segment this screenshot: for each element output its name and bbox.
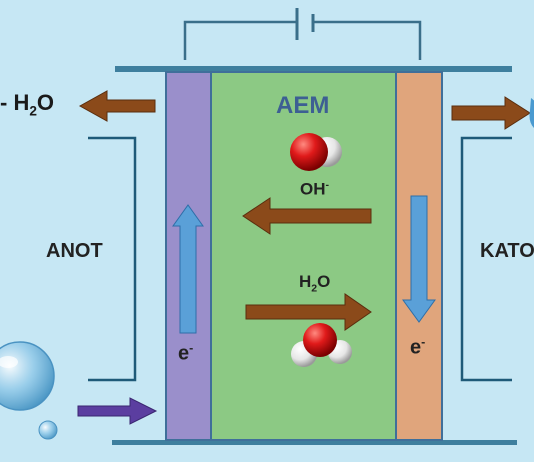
hydroxide-molecule-icon: [290, 133, 342, 171]
water-droplet-icon: [0, 341, 58, 440]
cathode-label: KATO: [480, 240, 534, 262]
bottom-collector-bar: [112, 440, 517, 445]
hydroxide-flow-arrow: [242, 197, 372, 235]
left-cut-symbol: -: [0, 90, 8, 115]
water-out-left-arrow: [78, 90, 156, 122]
membrane-label: AEM: [276, 92, 330, 119]
gas-bubble-icon: [529, 98, 534, 128]
water-in-right-arrow: [451, 96, 531, 130]
electron-left-label: e-: [178, 341, 194, 365]
electron-right-label: e-: [410, 335, 426, 359]
top-collector-bar: [115, 66, 512, 72]
water-label: H2O: [299, 272, 331, 295]
left-product-label: - H2O: [0, 90, 55, 119]
membrane-block: [209, 71, 397, 441]
electron-up-arrow: [172, 204, 204, 334]
water-inlet-arrow: [77, 397, 158, 425]
anode-label: ANOT: [46, 240, 103, 262]
hydroxide-label: OH-: [300, 179, 330, 199]
electron-down-arrow: [402, 195, 436, 323]
cathode-bracket: [460, 136, 512, 382]
water-flow-arrow: [245, 293, 372, 331]
power-circuit: [183, 8, 422, 60]
anode-bracket: [88, 136, 137, 382]
water-molecule-icon: [291, 323, 352, 367]
